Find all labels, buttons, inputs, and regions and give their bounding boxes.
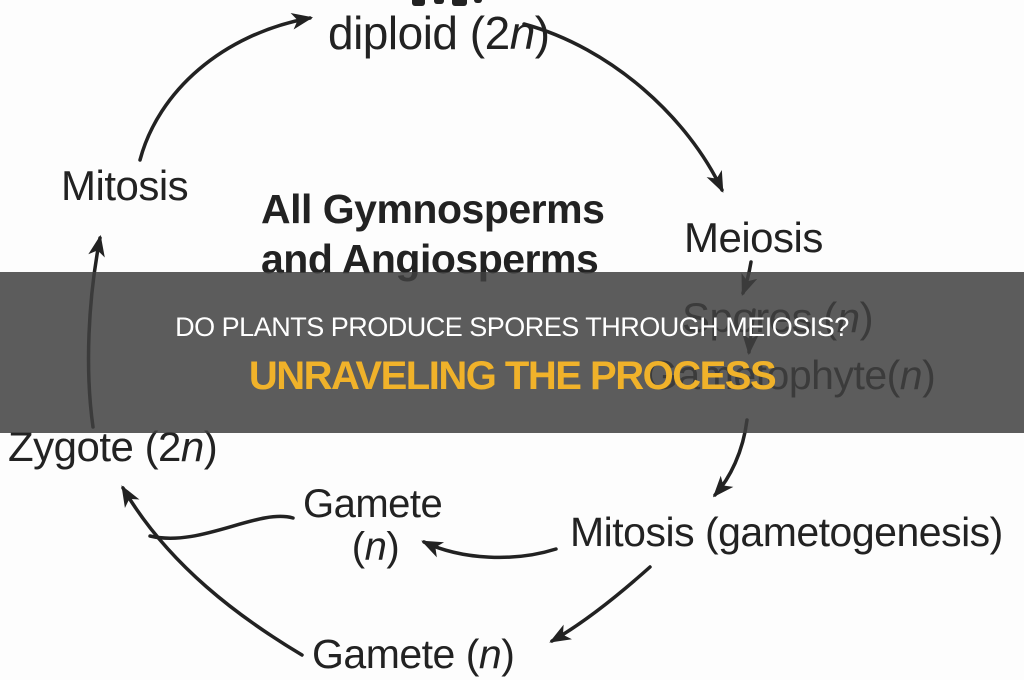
center-taxa-line1: All Gymnosperms: [261, 186, 605, 232]
center-taxa-label: All Gymnosperms and Angiosperms: [261, 184, 605, 284]
stage-gamete-bottom: Gamete (n): [312, 631, 515, 677]
banner-title: DO PLANTS PRODUCE SPORES THROUGH MEIOSIS…: [175, 312, 849, 342]
cropped-top-text-fragments: [412, 0, 482, 6]
title-banner: DO PLANTS PRODUCE SPORES THROUGH MEIOSIS…: [0, 272, 1024, 433]
arrow-mitosis-gametogenesis-to-gamete-mid: [421, 540, 558, 560]
arrow-diploid-to-meiosis: [522, 22, 724, 193]
arrow-mitosis-to-diploid: [138, 13, 314, 162]
stage-diploid: diploid (2n): [328, 7, 550, 59]
stage-gamete-mid-ploidy: (n): [351, 525, 400, 570]
arrow-gamete-bottom-to-zygote: [121, 485, 304, 657]
arrow-gamete-mid-to-zygote-merge: [148, 514, 295, 540]
arrow-mitosis-gametogenesis-to-gamete-bottom: [549, 565, 652, 643]
process-meiosis: Meiosis: [684, 214, 823, 261]
process-mitosis-gametogenesis: Mitosis (gametogenesis): [570, 509, 1003, 555]
banner-subtitle: UNRAVELING THE PROCESS: [248, 354, 777, 398]
stage-gamete-mid: Gamete (n): [303, 482, 448, 570]
stage-gamete-mid-word: Gamete: [303, 482, 443, 526]
process-mitosis-top: Mitosis: [61, 162, 189, 209]
